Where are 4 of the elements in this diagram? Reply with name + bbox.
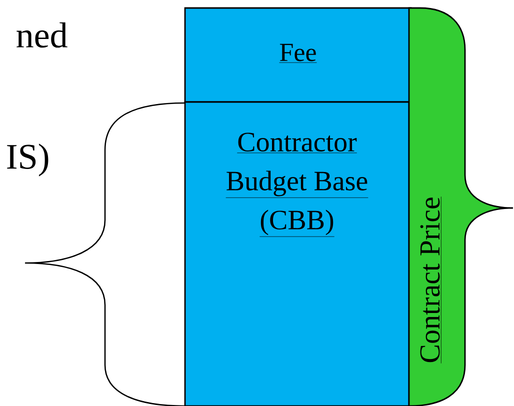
brace-band: Contract Price [408,7,514,406]
partial-text: IS) [7,144,48,176]
partial-text: ned [16,22,68,48]
fee-box: Fee [184,7,412,103]
